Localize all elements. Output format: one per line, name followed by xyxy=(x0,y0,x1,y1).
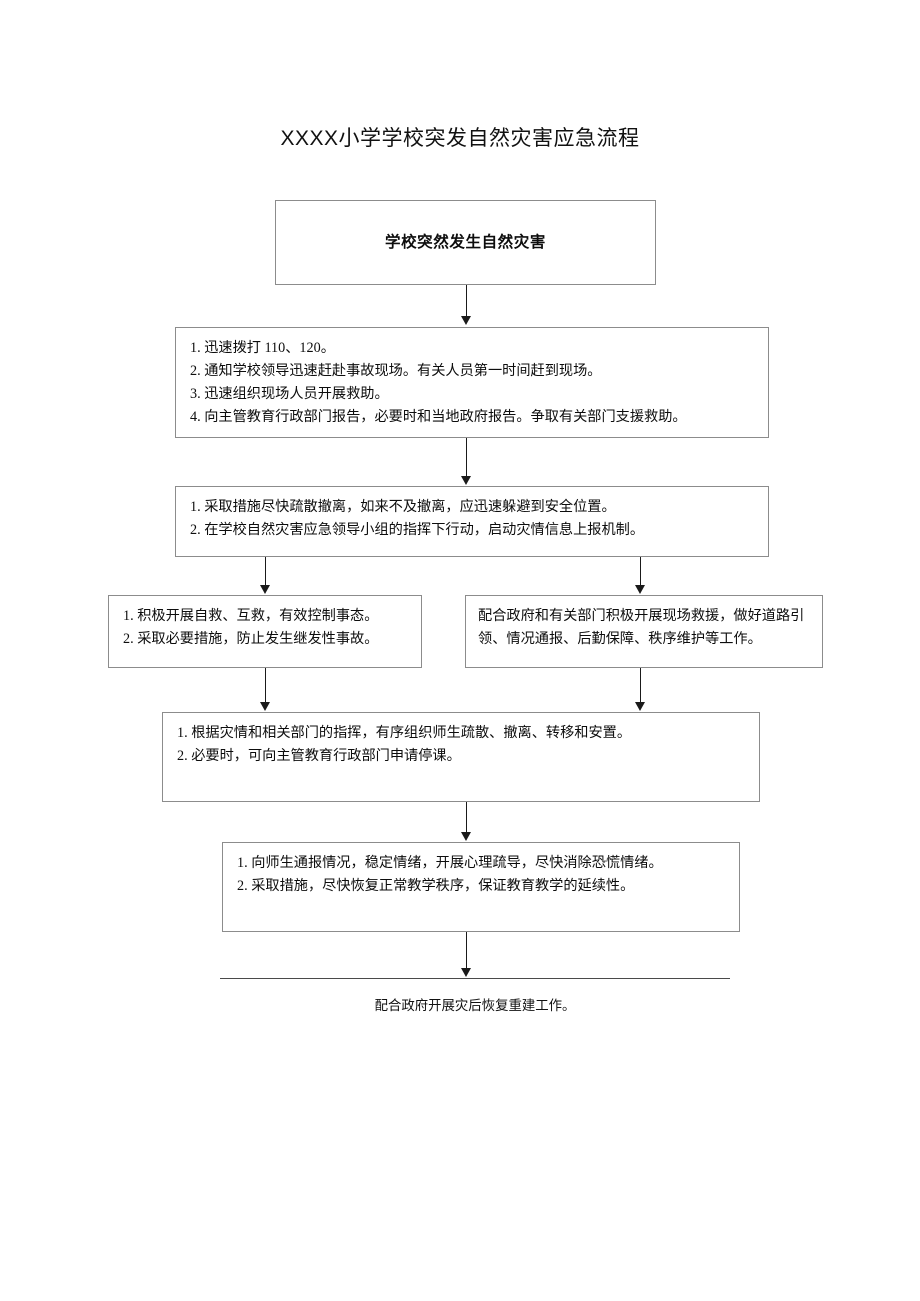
flow-node-transfer-line-2: 2. 必要时，可向主管教育行政部门申请停课。 xyxy=(177,748,461,764)
flow-node-report[interactable]: 1. 迅速拨打 110、120。 2. 通知学校领导迅速赶赴事故现场。有关人员第… xyxy=(175,327,769,438)
connector-evacuate-to-branch-left xyxy=(265,557,266,587)
connector-evacuate-to-branch-right xyxy=(640,557,641,587)
flow-node-branch-left-inner: 1. 积极开展自救、互救，有效控制事态。 2. 采取必要措施，防止发生继发性事故… xyxy=(109,596,421,655)
flow-node-evacuate-line-2: 2. 在学校自然灾害应急领导小组的指挥下行动，启动灾情信息上报机制。 xyxy=(190,522,645,538)
flow-node-evacuate[interactable]: 1. 采取措施尽快疏散撤离，如来不及撤离，应迅速躲避到安全位置。 2. 在学校自… xyxy=(175,486,769,557)
flow-node-header-inner: 学校突然发生自然灾害 xyxy=(276,201,655,284)
terminal-rule xyxy=(220,978,730,979)
arrowhead-branch-right-to-transfer xyxy=(635,702,645,711)
arrowhead-evacuate-to-branch-left xyxy=(260,585,270,594)
connector-recover-to-terminal xyxy=(466,932,467,970)
flow-node-transfer-line-1: 1. 根据灾情和相关部门的指挥，有序组织师生疏散、撤离、转移和安置。 xyxy=(177,725,632,741)
flow-node-header[interactable]: 学校突然发生自然灾害 xyxy=(275,200,656,285)
arrowhead-report-to-evacuate xyxy=(461,476,471,485)
flow-node-evacuate-line-1: 1. 采取措施尽快疏散撤离，如来不及撤离，应迅速躲避到安全位置。 xyxy=(190,499,616,515)
arrowhead-branch-left-to-transfer xyxy=(260,702,270,711)
arrowhead-evacuate-to-branch-right xyxy=(635,585,645,594)
connector-header-to-report xyxy=(466,285,467,318)
flow-node-branch-left-line-2: 2. 采取必要措施，防止发生继发性事故。 xyxy=(123,631,379,647)
connector-branch-right-to-transfer xyxy=(640,668,641,704)
flow-node-transfer[interactable]: 1. 根据灾情和相关部门的指挥，有序组织师生疏散、撤离、转移和安置。 2. 必要… xyxy=(162,712,760,802)
arrowhead-recover-to-terminal xyxy=(461,968,471,977)
flow-node-report-line-4: 4. 向主管教育行政部门报告，必要时和当地政府报告。争取有关部门支援救助。 xyxy=(190,409,687,425)
flow-node-branch-left-line-1: 1. 积极开展自救、互救，有效控制事态。 xyxy=(123,608,379,624)
flow-node-branch-right-text: 配合政府和有关部门积极开展现场救援，做好道路引领、情况通报、后勤保障、秩序维护等… xyxy=(478,608,805,647)
terminal-caption: 配合政府开展灾后恢复重建工作。 xyxy=(374,998,576,1013)
flow-node-recover[interactable]: 1. 向师生通报情况，稳定情绪，开展心理疏导，尽快消除恐慌情绪。 2. 采取措施… xyxy=(222,842,740,932)
flow-node-branch-right[interactable]: 配合政府和有关部门积极开展现场救援，做好道路引领、情况通报、后勤保障、秩序维护等… xyxy=(465,595,823,668)
flow-node-report-line-3: 3. 迅速组织现场人员开展救助。 xyxy=(190,386,389,402)
flow-node-header-text: 学校突然发生自然灾害 xyxy=(384,233,546,251)
flow-node-recover-line-1: 1. 向师生通报情况，稳定情绪，开展心理疏导，尽快消除恐慌情绪。 xyxy=(237,855,663,871)
arrowhead-header-to-report xyxy=(461,316,471,325)
flow-node-report-inner: 1. 迅速拨打 110、120。 2. 通知学校领导迅速赶赴事故现场。有关人员第… xyxy=(176,328,768,433)
arrowhead-transfer-to-recover xyxy=(461,832,471,841)
flow-node-transfer-inner: 1. 根据灾情和相关部门的指挥，有序组织师生疏散、撤离、转移和安置。 2. 必要… xyxy=(163,713,759,772)
flow-node-branch-right-inner: 配合政府和有关部门积极开展现场救援，做好道路引领、情况通报、后勤保障、秩序维护等… xyxy=(466,596,822,655)
flow-node-report-line-1: 1. 迅速拨打 110、120。 xyxy=(190,340,335,356)
connector-transfer-to-recover xyxy=(466,802,467,834)
flow-node-recover-line-2: 2. 采取措施，尽快恢复正常教学秩序，保证教育教学的延续性。 xyxy=(237,878,635,894)
flow-node-branch-left[interactable]: 1. 积极开展自救、互救，有效控制事态。 2. 采取必要措施，防止发生继发性事故… xyxy=(108,595,422,668)
flow-node-recover-inner: 1. 向师生通报情况，稳定情绪，开展心理疏导，尽快消除恐慌情绪。 2. 采取措施… xyxy=(223,843,739,902)
flow-node-report-line-2: 2. 通知学校领导迅速赶赴事故现场。有关人员第一时间赶到现场。 xyxy=(190,363,602,379)
flow-node-evacuate-inner: 1. 采取措施尽快疏散撤离，如来不及撤离，应迅速躲避到安全位置。 2. 在学校自… xyxy=(176,487,768,546)
connector-branch-left-to-transfer xyxy=(265,668,266,704)
connector-report-to-evacuate xyxy=(466,438,467,478)
page-title: XXXX小学学校突发自然灾害应急流程 xyxy=(280,127,640,150)
